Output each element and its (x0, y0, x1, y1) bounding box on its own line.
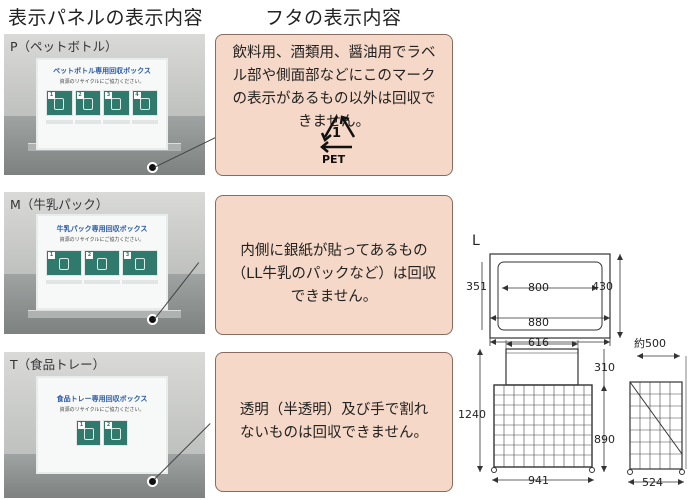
note-text-tray: 透明（半透明）及び手で割れないものは回収できません。 (239, 402, 429, 441)
caption-pet-bottle: P（ペットボトル） (10, 39, 118, 54)
panel-subtitle: 資源のリサイクルにご協力ください。 (59, 79, 145, 85)
step-2: 2 (84, 250, 120, 276)
panel-title: 食品トレー専用回収ボックス (56, 395, 148, 403)
heading-display-panel: 表示パネルの表示内容 (8, 7, 204, 29)
panel-title: ペットボトル専用回収ボックス (53, 67, 151, 75)
deposit-icon (139, 98, 150, 111)
dim-side-base-depth: 524 (642, 476, 663, 489)
photo-food-tray: T（食品トレー） 食品トレー専用回収ボックス 資源のリサイクルにご協力ください。… (4, 352, 205, 498)
caption-food-tray: T（食品トレー） (10, 357, 106, 372)
rinse-icon (97, 258, 107, 271)
note-tray: 透明（半透明）及び手で割れないものは回収できません。 (215, 352, 453, 492)
dim-top-outer-depth: 430 (592, 280, 613, 293)
dim-base-width: 941 (528, 474, 549, 487)
photo-pet-bottle: P（ペットボトル） ペットボトル専用回収ボックス 資源のリサイクルにご協力くださ… (4, 34, 205, 175)
dim-top-inner-width: 800 (528, 281, 549, 294)
pet-label: PET (322, 153, 346, 166)
carton-icon (59, 258, 69, 271)
dim-top-inner-depth: 351 (466, 280, 487, 293)
dimension-diagram (477, 253, 687, 485)
step-1: 1 (76, 420, 101, 446)
dim-body-height: 890 (594, 433, 615, 446)
step-3: 3 (103, 90, 130, 116)
panel-steps: 1 2 3 (46, 250, 158, 276)
display-panel-milk: 牛乳パック専用回収ボックス 資源のリサイクルにご協力ください。 1 2 3 (36, 214, 168, 310)
panel-subtitle: 資源のリサイクルにご協力ください。 (59, 407, 145, 413)
rinse-icon (82, 98, 93, 111)
panel-subtitle: 資源のリサイクルにご協力ください。 (59, 237, 145, 243)
note-text-milk: 内側に銀紙が貼ってあるもの（LL牛乳のパックなど）は回収できません。 (231, 243, 437, 305)
panel-steps: 1 2 (76, 420, 128, 446)
step-1: 1 (46, 250, 82, 276)
dim-top-outer-width: 880 (528, 316, 549, 329)
callout-dot (147, 162, 158, 173)
step-2: 2 (103, 420, 128, 446)
dim-lid-width: 616 (528, 336, 549, 349)
size-label: L (472, 233, 480, 249)
photo-milk-carton: M（牛乳パック） 牛乳パック専用回収ボックス 資源のリサイクルにご協力ください。… (4, 192, 205, 334)
dim-total-height: 1240 (458, 408, 486, 421)
note-milk: 内側に銀紙が貼ってあるもの（LL牛乳のパックなど）は回収できません。 (215, 195, 453, 335)
display-panel-tray: 食品トレー専用回収ボックス 資源のリサイクルにご協力ください。 1 2 (36, 376, 168, 474)
panel-steps: 1 2 3 4 (46, 90, 158, 116)
heading-lid-display: フタの表示内容 (265, 7, 402, 29)
pet-code: 1 (332, 126, 342, 141)
callout-dot (147, 476, 158, 487)
panel-title: 牛乳パック専用回収ボックス (56, 225, 148, 233)
dim-side-top-depth: 約500 (634, 337, 666, 350)
note-pet: 飲料用、酒類用、醤油用でラベル部や側面部などにこのマークの表示があるもの以外は回… (215, 34, 453, 176)
cut-open-icon (135, 258, 145, 271)
callout-dot (147, 314, 158, 325)
crush-icon (111, 98, 122, 111)
step-2: 2 (74, 90, 101, 116)
tray-rinse-icon (83, 428, 94, 441)
pet-recycle-icon (320, 115, 356, 153)
step-1: 1 (46, 90, 73, 116)
step-4: 4 (131, 90, 158, 116)
tray-dry-icon (110, 428, 121, 441)
caption-milk-carton: M（牛乳パック） (10, 197, 109, 212)
display-panel-pet: ペットボトル専用回収ボックス 資源のリサイクルにご協力ください。 1 2 3 4 (36, 58, 168, 150)
step-3: 3 (122, 250, 158, 276)
dim-lid-height: 310 (594, 361, 615, 374)
bottle-icon (54, 98, 65, 111)
